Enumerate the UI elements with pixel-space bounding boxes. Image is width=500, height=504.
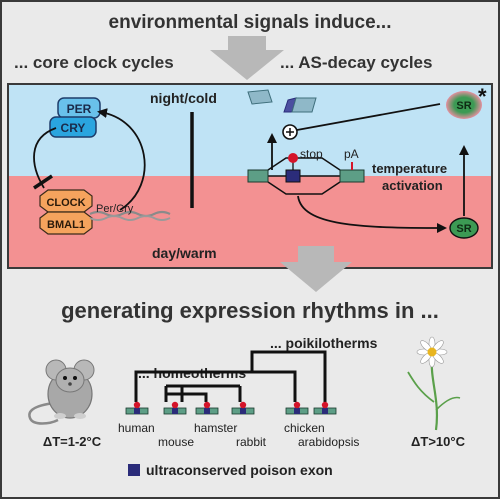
tree-rodent-branch <box>166 392 208 402</box>
temperature-label: temperature <box>372 161 447 176</box>
dna-strand-2 <box>89 215 171 221</box>
sr-label: SR <box>456 223 471 235</box>
right-panel-title: ... AS-decay cycles <box>280 53 432 72</box>
species-gene-mouse <box>163 401 187 415</box>
dna-strand <box>89 210 171 218</box>
species-gene-arabidopsis <box>313 401 337 415</box>
cycle-panel-border <box>7 83 493 269</box>
activation-path-arrow <box>297 195 447 233</box>
delta-t-homeotherm: ΔT=1-2°C <box>43 434 102 449</box>
day-warm-label: day/warm <box>152 245 217 261</box>
repression-line <box>33 127 57 189</box>
poison-exon <box>285 169 301 183</box>
repression-bar <box>33 174 53 190</box>
tree-amniote-branch <box>134 370 297 402</box>
splice-arc-bottom <box>267 181 341 195</box>
exon-1 <box>247 169 269 183</box>
sr-protein <box>449 217 479 239</box>
arabidopsis-flower-icon <box>407 336 461 431</box>
pa-label: pA <box>344 147 359 161</box>
exon-2 <box>339 169 365 183</box>
per-label: PER <box>67 102 92 116</box>
activation-arrow <box>97 108 146 211</box>
header-title: environmental signals induce... <box>109 12 392 33</box>
tree-root-branch <box>250 350 327 402</box>
stop-label: stop <box>300 147 323 161</box>
species-gene-chicken <box>285 401 309 415</box>
species-label-arabidopsis: arabidopsis <box>298 435 359 449</box>
stop-codon-icon <box>288 153 298 163</box>
activation-label: activation <box>382 178 443 193</box>
species-label-chicken: chicken <box>284 421 325 435</box>
mouse-icon <box>28 359 95 425</box>
species-gene-human <box>125 401 149 415</box>
species-label-hamster: hamster <box>194 421 237 435</box>
sr-active-label: SR <box>456 100 471 112</box>
poison-exon-legend-label: ultraconserved poison exon <box>146 462 333 478</box>
splice-arc-top <box>267 157 341 171</box>
sr-active-star: * <box>478 84 487 109</box>
left-panel-title: ... core clock cycles <box>14 53 174 72</box>
species-gene-hamster <box>195 401 219 415</box>
clock-label: CLOCK <box>46 197 85 209</box>
bmal1-protein <box>39 211 93 235</box>
cry-protein <box>49 116 97 138</box>
phylogenetic-tree <box>134 350 327 402</box>
species-label-rabbit: rabbit <box>236 435 267 449</box>
mrna-fragment-3 <box>291 97 317 113</box>
poikilotherms-label: ... poikilotherms <box>270 335 378 351</box>
cry-label: CRY <box>61 121 86 135</box>
mrna-fragment-1 <box>247 89 273 105</box>
sr-active-protein <box>446 91 482 119</box>
signal-arrow-bottom <box>280 246 352 292</box>
sr-to-splice-line <box>296 103 441 131</box>
poison-exon-legend-swatch <box>128 464 140 476</box>
night-cold-label: night/cold <box>150 90 217 106</box>
clock-protein <box>39 189 93 213</box>
delta-t-poikilotherm: ΔT>10°C <box>411 434 466 449</box>
signal-arrow-top <box>210 36 284 80</box>
bottom-title: generating expression rhythms in ... <box>61 298 439 323</box>
species-label-human: human <box>118 421 155 435</box>
species-gene-rabbit <box>231 401 255 415</box>
species-label-mouse: mouse <box>158 435 194 449</box>
bmal1-label: BMAL1 <box>47 219 85 231</box>
